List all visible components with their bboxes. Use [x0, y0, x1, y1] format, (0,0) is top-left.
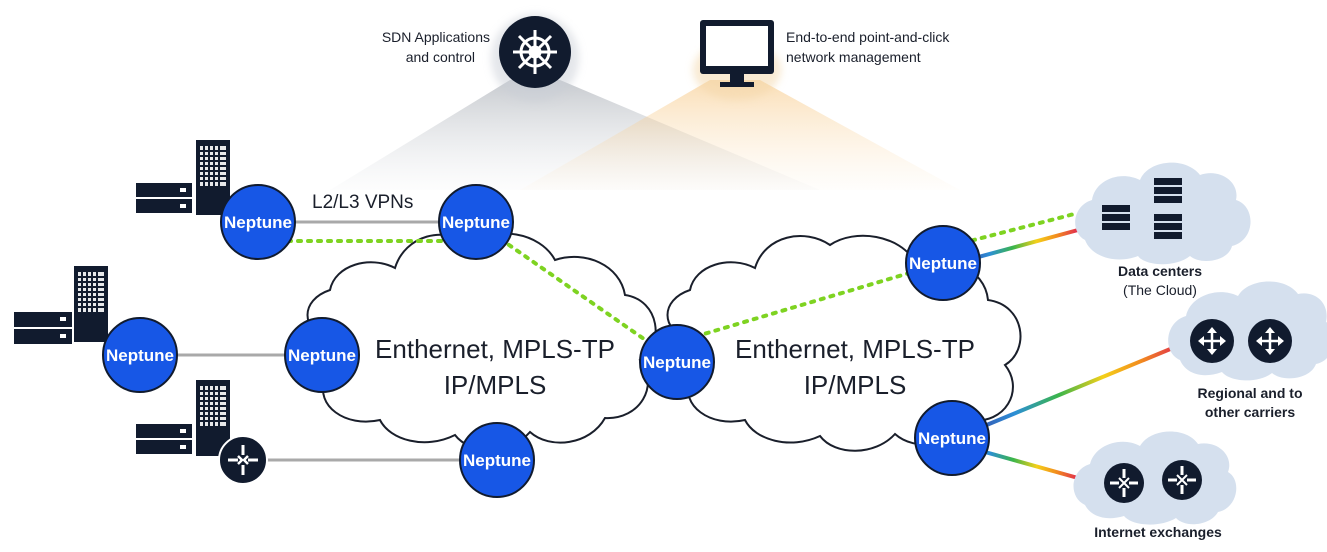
right-cloud-label-line2: IP/MPLS	[804, 370, 907, 400]
node-label: Neptune	[909, 254, 977, 273]
server-rack-icon	[14, 312, 72, 344]
neptune-node-vpn: Neptune	[438, 184, 514, 260]
node-label: Neptune	[463, 451, 531, 470]
office-building-icon	[196, 140, 230, 215]
mgmt-label-line1: End-to-end point-and-click	[786, 29, 950, 45]
vpn-label: L2/L3 VPNs	[312, 192, 413, 213]
monitor-icon	[700, 20, 774, 87]
dotted-link-core-right	[675, 261, 945, 344]
server-rack-icon	[136, 183, 192, 213]
sdn-label-line1: SDN Applications	[382, 29, 490, 45]
left-cloud-label-line2: IP/MPLS	[444, 370, 547, 400]
sdn-label-line2: and control	[406, 49, 475, 65]
sdn-control-group: SDN Applications and control	[382, 14, 579, 102]
node-label: Neptune	[288, 346, 356, 365]
neptune-node-core: Neptune	[639, 324, 715, 400]
router-icon	[1190, 319, 1234, 363]
mgmt-beam	[520, 80, 960, 190]
site-top-left	[136, 140, 230, 215]
regional-label-line2: other carriers	[1205, 404, 1295, 420]
regional-label-line1: Regional and to	[1198, 385, 1303, 401]
office-building-icon	[74, 266, 108, 342]
router-icon	[1162, 460, 1202, 500]
internet-cloud	[1073, 431, 1237, 525]
site-mid-left	[14, 266, 108, 344]
internet-exchanges-group: Internet exchanges	[1073, 431, 1237, 540]
neptune-node-cloud-left: Neptune	[284, 317, 360, 393]
data-centers-label-line1: Data centers	[1118, 263, 1202, 279]
node-label: Neptune	[442, 213, 510, 232]
ship-wheel-icon	[513, 30, 557, 74]
internet-exchanges-label: Internet exchanges	[1094, 524, 1222, 540]
left-cloud-label-line1: Enthernet, MPLS-TP	[375, 334, 615, 364]
node-label: Neptune	[918, 429, 986, 448]
neptune-node-top-left: Neptune	[220, 184, 296, 260]
data-centers-label-line2: (The Cloud)	[1123, 282, 1197, 298]
router-icon	[1104, 463, 1144, 503]
server-rack-icon	[136, 424, 192, 454]
mgmt-group: End-to-end point-and-click network manag…	[693, 20, 950, 100]
site-bottom-left	[136, 380, 268, 485]
server-rack-icon	[1102, 178, 1182, 239]
router-icon	[1248, 319, 1292, 363]
dotted-link-to-core	[474, 220, 679, 364]
regional-group: Regional and to other carriers	[1168, 281, 1327, 420]
neptune-node-mid-left: Neptune	[102, 317, 178, 393]
node-label: Neptune	[224, 213, 292, 232]
router-icon	[218, 435, 268, 485]
data-center-cloud	[1075, 162, 1251, 265]
node-label: Neptune	[106, 346, 174, 365]
right-cloud-label-line1: Enthernet, MPLS-TP	[735, 334, 975, 364]
neptune-node-right-bottom: Neptune	[914, 400, 990, 476]
neptune-node-right-top: Neptune	[905, 225, 981, 301]
node-label: Neptune	[643, 353, 711, 372]
mgmt-label-line2: network management	[786, 49, 921, 65]
office-building-icon	[196, 380, 230, 456]
fiber-link-regional	[959, 343, 1181, 438]
neptune-node-bottom: Neptune	[459, 422, 535, 498]
data-centers-group: Data centers (The Cloud)	[1075, 162, 1251, 298]
